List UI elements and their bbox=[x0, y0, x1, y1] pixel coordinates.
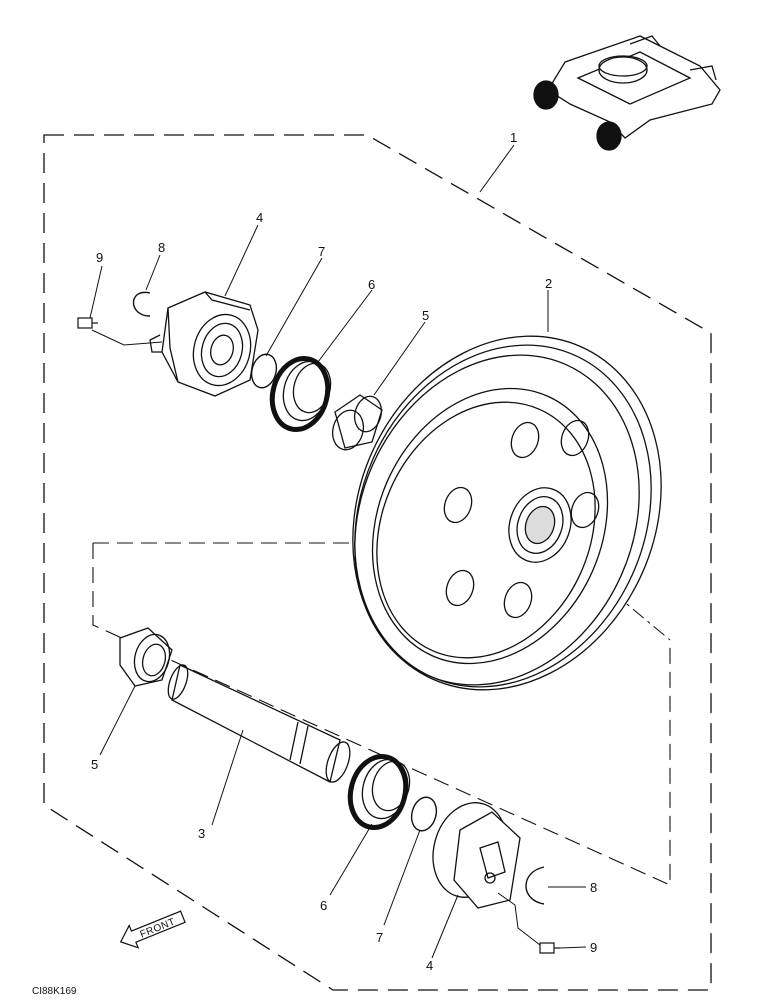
callout-8-lower: 8 bbox=[590, 880, 597, 895]
floating-seal-upper bbox=[269, 356, 332, 432]
callout-6-upper: 6 bbox=[368, 277, 375, 292]
callout-5-upper: 5 bbox=[422, 308, 429, 323]
callout-4-lower: 4 bbox=[426, 958, 433, 973]
bolt-upper bbox=[77, 317, 98, 329]
callout-6-lower: 6 bbox=[320, 898, 327, 913]
drawing-code: CI88K169 bbox=[32, 986, 77, 997]
snap-ring-lower bbox=[525, 866, 545, 905]
bolt-lower-leader bbox=[497, 892, 541, 946]
callout-7-lower: 7 bbox=[376, 930, 383, 945]
bolt-lower bbox=[539, 942, 560, 954]
front-arrow: FRONT bbox=[119, 910, 186, 949]
idler-wheel bbox=[352, 335, 662, 691]
bracket-upper bbox=[149, 291, 259, 397]
callout-9-lower: 9 bbox=[590, 940, 597, 955]
callout-8-upper: 8 bbox=[158, 240, 165, 255]
bushing-upper bbox=[331, 394, 383, 451]
snap-ring-upper bbox=[133, 291, 151, 317]
callout-9-upper: 9 bbox=[96, 250, 103, 265]
floating-seal-lower bbox=[347, 754, 411, 830]
callout-3: 3 bbox=[198, 826, 205, 841]
machine-locator-thumbnail bbox=[533, 35, 721, 151]
callout-leaders bbox=[89, 144, 587, 959]
callout-7-upper: 7 bbox=[318, 244, 325, 259]
callout-2: 2 bbox=[545, 276, 552, 291]
callout-5-lower: 5 bbox=[91, 757, 98, 772]
o-ring-lower bbox=[410, 796, 438, 832]
callout-labels: 1 2 3 4 4 5 5 6 6 7 7 8 8 9 9 bbox=[91, 130, 597, 973]
callout-4-upper: 4 bbox=[256, 210, 263, 225]
callout-1: 1 bbox=[510, 130, 517, 145]
bolt-upper-leader bbox=[91, 329, 163, 346]
shaft bbox=[167, 664, 351, 783]
bushing-lower bbox=[119, 627, 173, 687]
o-ring-upper bbox=[250, 353, 278, 389]
